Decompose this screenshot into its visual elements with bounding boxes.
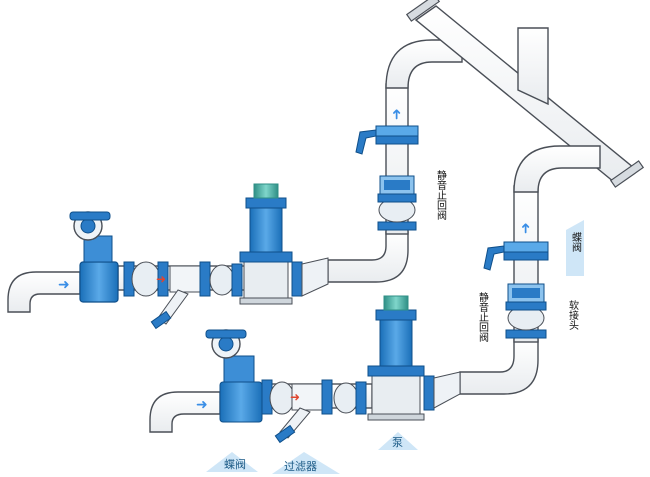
- lower-soft-joint: [261, 379, 295, 415]
- soft-joint-label: 软接头: [567, 299, 579, 331]
- lower-check-valve: [507, 283, 545, 303]
- lower-discharge-cone: [423, 371, 461, 411]
- butterfly-valve-callout-bg-bottom: [206, 452, 258, 472]
- filter-label: 过滤器: [284, 460, 317, 473]
- lower-check-valve-label: 静音止回阀: [477, 291, 489, 343]
- lower-inlet-pipe: [149, 391, 221, 433]
- upper-riser-soft-joint: [377, 193, 417, 231]
- upper-y-strainer: [150, 261, 211, 330]
- lower-riser-soft-joint: [505, 301, 547, 339]
- upper-flow-arrow-1: ➜: [58, 277, 70, 293]
- lower-flow-arrow-2: ➜: [290, 390, 300, 404]
- header-flange-bottom: [609, 160, 645, 188]
- butterfly-valve-callout-bg: [566, 220, 584, 276]
- lower-header-elbow: [513, 145, 601, 193]
- upper-check-valve: [379, 175, 415, 195]
- lower-discharge-pipe: [459, 339, 539, 395]
- header-flanges: [405, 0, 645, 188]
- lower-y-strainer: [274, 379, 333, 444]
- butterfly-valve-label-bottom: 蝶阀: [224, 457, 246, 471]
- lower-soft-joint-2: [333, 381, 367, 415]
- lower-system: ➜ ➜: [196, 222, 549, 444]
- filter-callout-bg: [272, 452, 340, 474]
- upper-butterfly-valve: [69, 211, 119, 303]
- lower-flow-arrow-up: ➜: [518, 222, 534, 234]
- upper-soft-joint-2: [209, 263, 243, 297]
- header-flange-top: [405, 0, 441, 22]
- upper-inlet-pipe: [7, 271, 81, 313]
- upper-system: ➜ ➜: [58, 108, 447, 330]
- upper-discharge-cone: [291, 257, 329, 297]
- upper-soft-joint: [123, 261, 169, 297]
- butterfly-valve-label-right: 蝶阀: [570, 231, 582, 253]
- pump-label: 泵: [392, 436, 403, 449]
- lower-riser-butterfly-valve: [483, 241, 549, 271]
- callout-labels: 蝶阀 软接头 蝶阀 过滤器 泵: [206, 220, 584, 474]
- pump-callout-bg: [378, 432, 418, 450]
- upper-flow-arrow-up: ➜: [389, 108, 405, 120]
- upper-flow-arrow-2: ➜: [156, 272, 166, 286]
- upper-riser-butterfly-valve: [355, 125, 419, 155]
- upper-discharge-pipe: [327, 231, 409, 283]
- lower-butterfly-valve: [205, 329, 263, 423]
- upper-pump: [239, 183, 293, 305]
- header-branch-pipe: [517, 27, 549, 106]
- lower-pump: [367, 295, 425, 421]
- lower-flow-arrow-1: ➜: [196, 397, 208, 413]
- upper-check-valve-label: 静音止回阀: [435, 169, 447, 221]
